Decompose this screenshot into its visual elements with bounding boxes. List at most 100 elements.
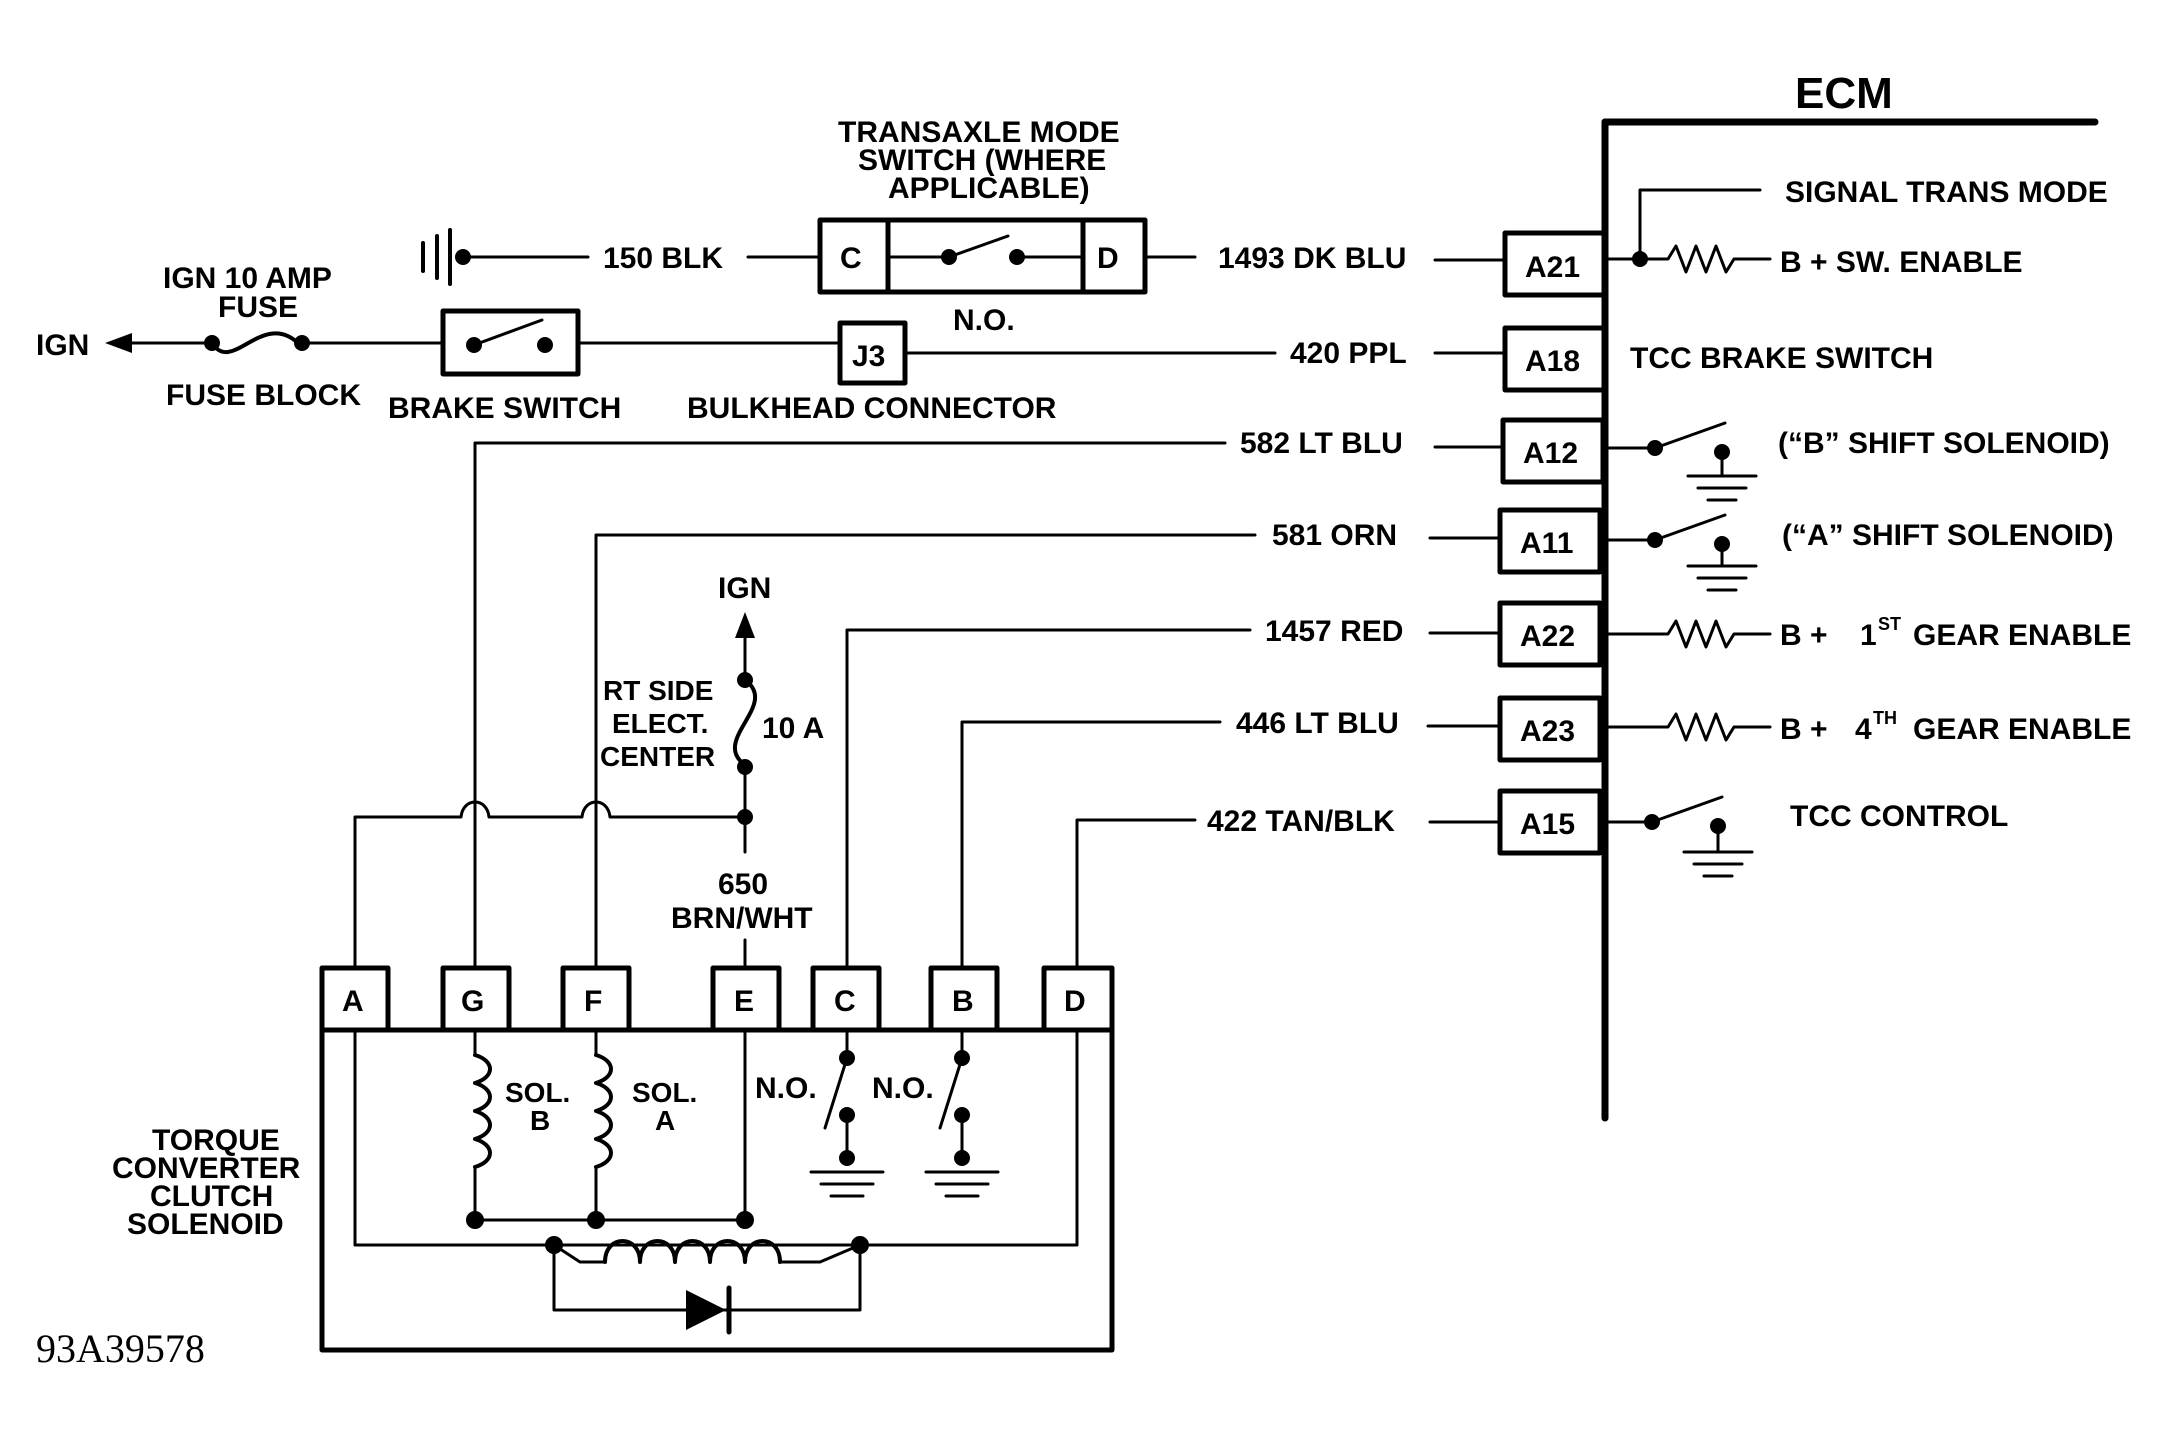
tcc-solenoid-assembly: A G F E C B D SOL. B SOL. A: [112, 965, 1115, 1353]
diode-icon: [686, 1290, 726, 1330]
fuse-label-line1: IGN 10 AMP: [163, 262, 332, 295]
wire-446-label: 446 LT BLU: [1236, 707, 1399, 740]
rt-side-ign-label: IGN: [718, 572, 771, 605]
sol-b-label-line2: B: [530, 1105, 550, 1136]
pin-a23-label: A23: [1520, 715, 1575, 748]
switch-icon: [947, 234, 1010, 259]
switch-icon: [938, 1056, 964, 1130]
mode-switch-title-line2: SWITCH (WHERE: [858, 144, 1106, 177]
pin-a22-label: A22: [1520, 620, 1575, 653]
coil-icon: [594, 1053, 613, 1169]
first-gear-number: 1: [1860, 619, 1877, 652]
tcc-control-label: TCC CONTROL: [1790, 800, 2008, 833]
fuse-block-label: FUSE BLOCK: [166, 379, 361, 412]
brake-switch-label: BRAKE SWITCH: [388, 392, 621, 425]
ecm-block: ECM: [1601, 69, 2099, 1122]
pin-a21-box: [1502, 230, 1608, 298]
switch-icon: [1653, 421, 1727, 450]
pin-a23-box: [1497, 695, 1603, 763]
bulkhead-connector-label: BULKHEAD CONNECTOR: [687, 392, 1057, 425]
fourth-gear-number: 4: [1855, 713, 1872, 746]
sol-b-label-line1: SOL.: [505, 1077, 570, 1108]
fuse-label-line2: FUSE: [218, 291, 298, 324]
resistor-icon: [1598, 712, 1772, 742]
fourth-gear-enable-label: GEAR ENABLE: [1913, 713, 2131, 746]
first-gear-superscript: ST: [1878, 614, 1901, 634]
mode-switch-normally-open: N.O.: [953, 304, 1015, 337]
mode-switch-pin-c: C: [840, 242, 862, 275]
sol-a-label-line2: A: [655, 1105, 675, 1136]
coil-icon: [473, 1053, 492, 1169]
arrow-up-icon: [735, 612, 755, 638]
pin-a12-box: [1500, 417, 1606, 485]
mode-switch-pin-d: D: [1097, 242, 1119, 275]
wire-150-label: 150 BLK: [603, 242, 723, 275]
wire-650-label-line1: 650: [718, 868, 768, 901]
ecm-pins: A21 A18 A12 A11 A22 A23 A15: [1497, 230, 1608, 856]
solenoid-pin-a-label: A: [342, 985, 364, 1018]
solenoid-pin-g-label: G: [461, 985, 484, 1018]
resistor-icon: [1638, 244, 1772, 274]
rt-side-label-line2: ELECT.: [612, 708, 708, 739]
wire-a-crossover: [353, 800, 747, 970]
ign-fuse-brake-circuit: IGN IGN 10 AMP FUSE FUSE BLOCK BRAKE SWI…: [36, 262, 1507, 425]
figure-id: 93A39578: [36, 1326, 205, 1371]
solenoid-pin-b: [928, 965, 1000, 1033]
j3-label: J3: [852, 340, 885, 373]
pin-a18-box: [1502, 325, 1608, 393]
resistor-icon: [1598, 619, 1772, 649]
wire-420-label: 420 PPL: [1290, 337, 1407, 370]
solenoid-pin-e-label: E: [734, 985, 754, 1018]
mode-switch-title-line3: APPLICABLE): [888, 172, 1090, 205]
b-sw-enable-label: B + SW. ENABLE: [1780, 246, 2023, 279]
switch-icon: [472, 318, 544, 347]
signal-trans-mode-label: SIGNAL TRANS MODE: [1785, 176, 2108, 209]
brake-switch-box: [440, 308, 581, 377]
pin-a11-label: A11: [1520, 527, 1573, 560]
switch-icon: [1650, 795, 1724, 824]
solenoid-pin-f-label: F: [584, 985, 602, 1018]
solenoid-title-line4: SOLENOID: [127, 1208, 284, 1241]
pin-a21-label: A21: [1525, 251, 1580, 284]
a-shift-solenoid-label: (“A” SHIFT SOLENOID): [1782, 519, 2114, 552]
solenoid-title-line1: TORQUE: [152, 1124, 280, 1157]
fuse-icon: [210, 331, 300, 355]
tcc-coil-icon: [603, 1239, 782, 1264]
arrow-left-icon: [105, 333, 132, 353]
solenoid-title-line3: CLUTCH: [150, 1180, 273, 1213]
solenoid-pin-b-label: B: [952, 985, 974, 1018]
switch-c-normally-open: N.O.: [755, 1072, 817, 1105]
fuse-icon: [732, 678, 758, 767]
pin-a18-label: A18: [1525, 345, 1580, 378]
switch-icon: [823, 1056, 849, 1130]
rt-side-label-line3: CENTER: [600, 741, 715, 772]
pin-a15-label: A15: [1520, 808, 1575, 841]
solenoid-pin-d-label: D: [1064, 985, 1086, 1018]
ecm-title: ECM: [1795, 69, 1893, 118]
fourth-gear-superscript: TH: [1873, 708, 1897, 728]
solenoid-title-line2: CONVERTER: [112, 1152, 301, 1185]
switch-icon: [1653, 513, 1727, 542]
solenoid-harness: 582 LT BLU 581 ORN 1457 RED 446 LT BLU 4…: [353, 427, 1505, 970]
transaxle-mode-switch: TRANSAXLE MODE SWITCH (WHERE APPLICABLE)…: [421, 116, 1507, 337]
solenoid-housing: [319, 1027, 1115, 1353]
ecm-internal: SIGNAL TRANS MODE B + SW. ENABLE TCC BRA…: [1598, 176, 2131, 878]
sol-a-label-line1: SOL.: [632, 1077, 697, 1108]
first-gear-enable-label: GEAR ENABLE: [1913, 619, 2131, 652]
rt-side-amps-label: 10 A: [762, 712, 824, 745]
rt-side-label-line1: RT SIDE: [603, 675, 713, 706]
wire-650-label-line2: BRN/WHT: [671, 902, 813, 935]
ign-label: IGN: [36, 329, 89, 362]
b-shift-solenoid-label: (“B” SHIFT SOLENOID): [1778, 427, 2110, 460]
b-plus-label: B +: [1780, 619, 1828, 652]
tcc-brake-switch-label: TCC BRAKE SWITCH: [1630, 342, 1933, 375]
wire-1457-label: 1457 RED: [1265, 615, 1403, 648]
pin-a12-label: A12: [1523, 437, 1578, 470]
wire-582-label: 582 LT BLU: [1240, 427, 1403, 460]
mode-switch-title-line1: TRANSAXLE MODE: [838, 116, 1120, 149]
switch-b-normally-open: N.O.: [872, 1072, 934, 1105]
wire-581-label: 581 ORN: [1272, 519, 1397, 552]
solenoid-pin-c-label: C: [834, 985, 856, 1018]
